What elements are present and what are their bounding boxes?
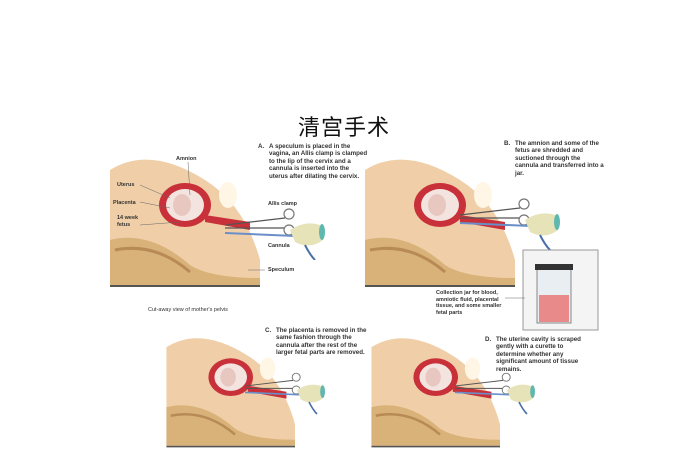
- label-placenta: Placenta: [113, 200, 136, 206]
- step-c: C.The placenta is removed in the same fa…: [265, 327, 367, 357]
- label-allis-clamp: Allis clamp: [268, 201, 298, 207]
- caption: Cut-away view of mother's pelvis: [148, 307, 228, 313]
- label-fetus: 14 week fetus: [117, 215, 139, 228]
- panel-b-illustration: [365, 158, 599, 331]
- label-amnion: Amnion: [176, 156, 197, 162]
- label-cannula: Cannula: [268, 243, 290, 249]
- label-leaders: [139, 161, 525, 299]
- label-collection-jar: Collection jar for blood, amniotic fluid…: [436, 290, 502, 316]
- step-a: A.A speculum is placed in the vagina, an…: [258, 143, 368, 180]
- step-b: B.The amnion and some of the fetus are s…: [504, 140, 604, 177]
- label-uterus: Uterus: [117, 182, 135, 188]
- page-title: 清宫手术: [298, 116, 391, 141]
- step-d: D.The uterine cavity is scraped gently w…: [485, 336, 581, 373]
- label-speculum: Speculum: [268, 267, 295, 273]
- collection-jar: [522, 249, 599, 331]
